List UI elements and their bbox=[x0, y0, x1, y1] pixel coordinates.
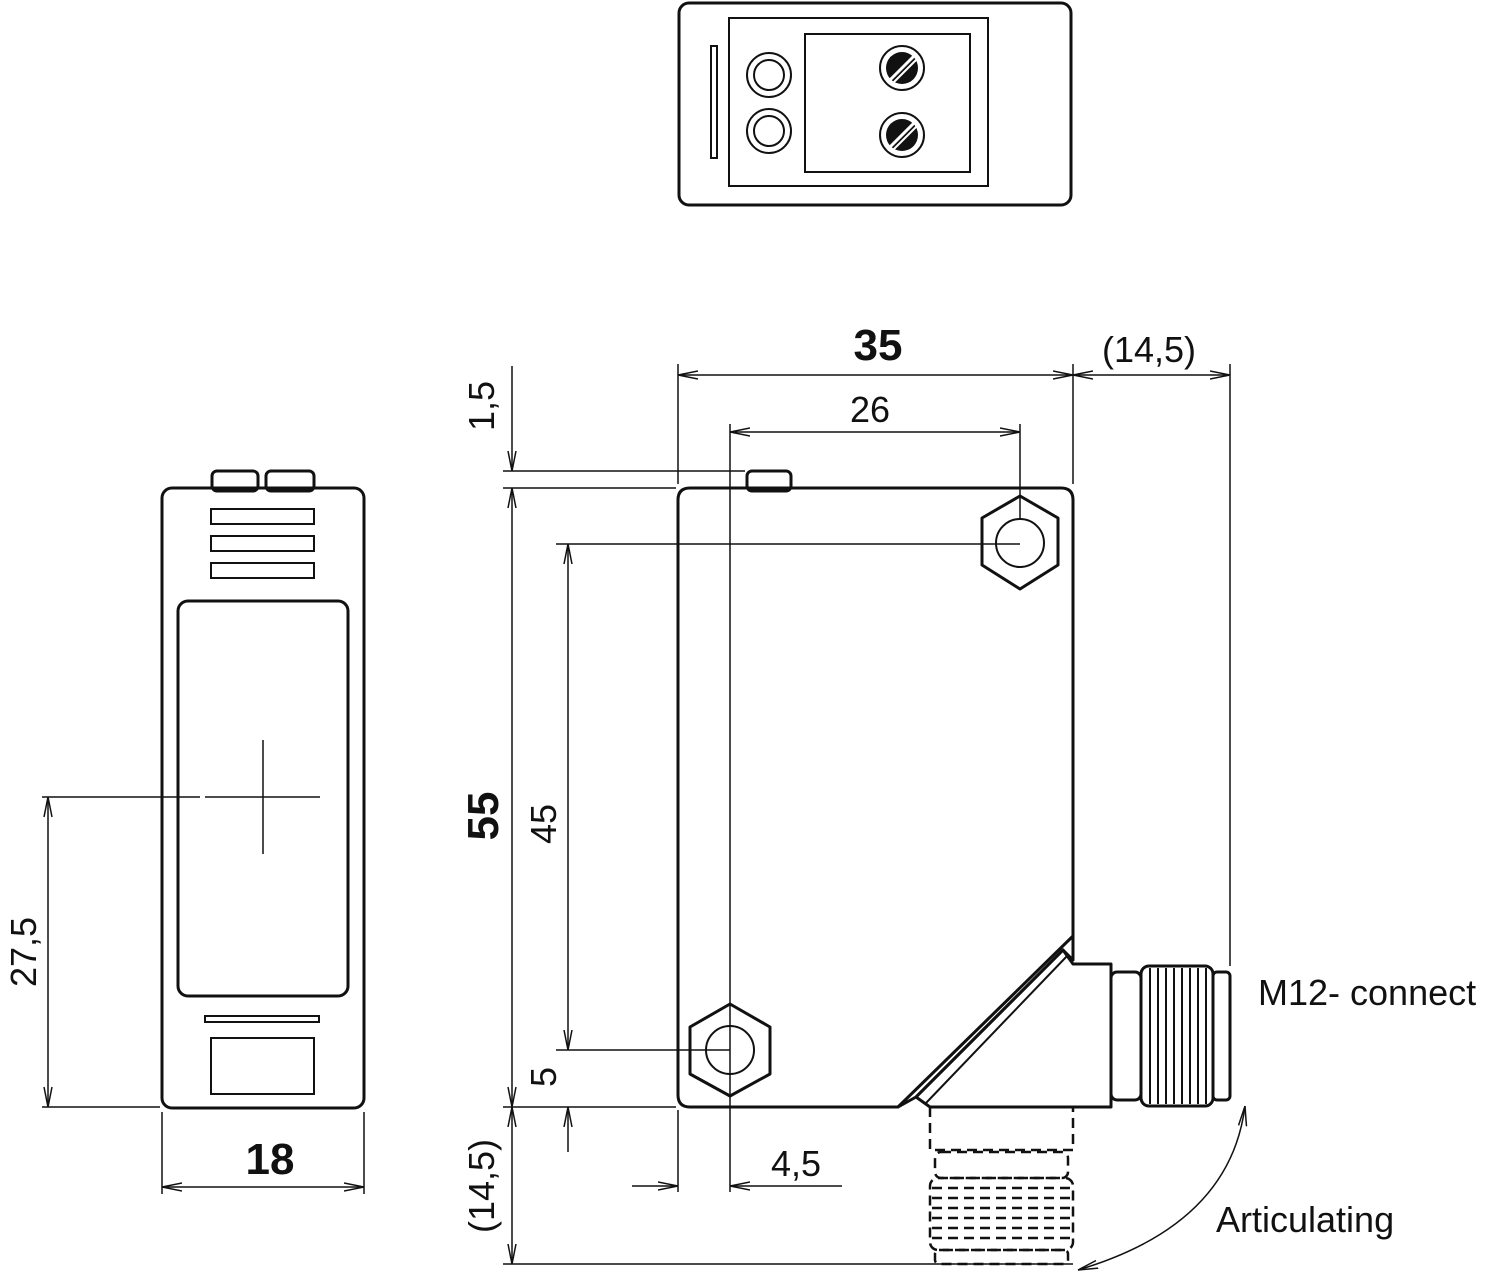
dim-14-5-vertical: (14,5) bbox=[461, 1139, 502, 1233]
front-view-vent-slot bbox=[210, 562, 315, 579]
front-view-vent-slot bbox=[210, 535, 315, 552]
side-view: 35 (14,5) 26 1,5 55 45 5 4,5 bbox=[459, 321, 1476, 1270]
led-indicator-icon bbox=[746, 52, 792, 98]
front-view-lower-window bbox=[210, 1037, 315, 1095]
potentiometer-screw-icon bbox=[879, 112, 925, 158]
dim-1-5: 1,5 bbox=[461, 381, 502, 431]
top-view-panel bbox=[728, 17, 989, 187]
dim-4-5: 4,5 bbox=[771, 1143, 821, 1184]
front-view-housing bbox=[160, 486, 366, 1110]
dim-14-5-horizontal: (14,5) bbox=[1102, 329, 1196, 370]
dim-35: 35 bbox=[854, 321, 903, 370]
front-view-nub bbox=[210, 469, 260, 493]
led-indicator-icon bbox=[746, 108, 792, 154]
side-view-housing bbox=[676, 486, 1075, 1109]
top-view-label-window bbox=[804, 33, 971, 173]
dim-18: 18 bbox=[246, 1135, 295, 1184]
dim-27-5: 27,5 bbox=[3, 917, 44, 987]
front-view: 27,5 18 bbox=[3, 469, 366, 1194]
dim-45: 45 bbox=[523, 804, 564, 844]
front-view-vent-slot bbox=[210, 508, 315, 525]
dim-5: 5 bbox=[523, 1067, 564, 1087]
front-view-nub bbox=[264, 469, 316, 493]
dim-55: 55 bbox=[459, 792, 508, 841]
m12-connector bbox=[1109, 964, 1232, 1108]
side-view-lens-nub bbox=[745, 469, 793, 493]
potentiometer-screw-icon bbox=[879, 45, 925, 91]
m12-connector-articulated bbox=[928, 1107, 1075, 1266]
front-view-lens-window bbox=[176, 599, 350, 998]
top-view-slot bbox=[710, 45, 718, 159]
dim-26: 26 bbox=[850, 389, 890, 430]
articulating-label: Articulating bbox=[1216, 1199, 1394, 1240]
top-view bbox=[677, 1, 1073, 207]
connector-label: M12- connect bbox=[1258, 972, 1476, 1013]
articulation-arc bbox=[1078, 1106, 1245, 1270]
front-view-bar bbox=[204, 1015, 320, 1023]
top-view-housing bbox=[677, 1, 1073, 207]
